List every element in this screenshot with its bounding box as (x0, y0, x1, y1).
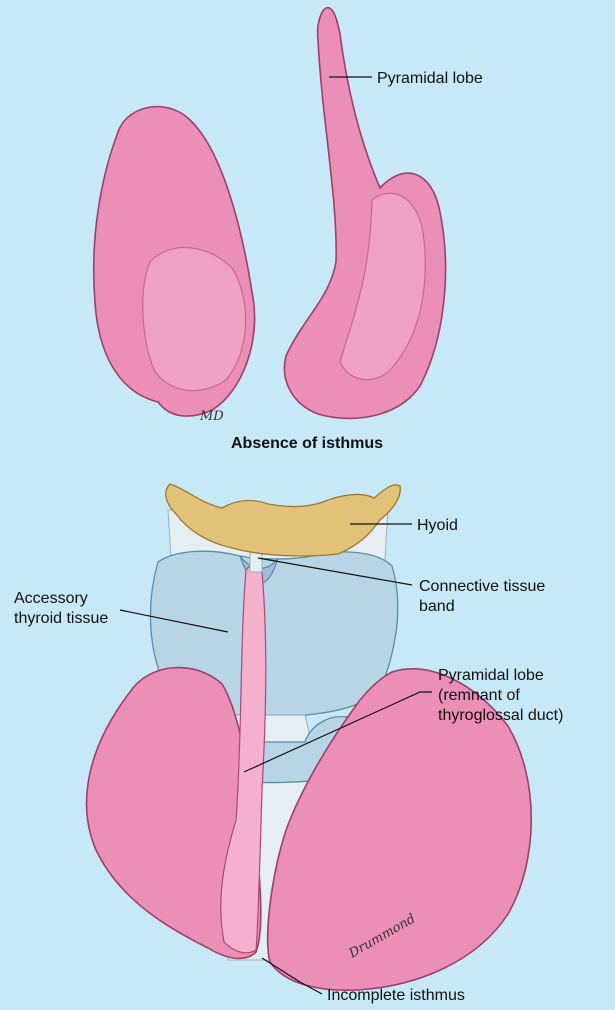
left-lobe-fold (143, 248, 246, 391)
top-figure: Pyramidal lobe MD Absence of isthmus (94, 8, 483, 452)
label-accessory-line-2: thyroid tissue (14, 610, 108, 627)
label-pyramidal-remnant-line-2: (remnant of (438, 687, 520, 704)
label-connective-tissue-line-1: Connective tissue (419, 578, 545, 595)
caption-absence-of-isthmus: Absence of isthmus (231, 435, 383, 452)
label-pyramidal-lobe-top: Pyramidal lobe (377, 70, 483, 87)
label-pyramidal-lobe-remnant: Pyramidal lobe (remnant of thyroglossal … (438, 667, 563, 724)
label-accessory-line-1: Accessory (14, 590, 88, 607)
label-connective-tissue-line-2: band (419, 598, 455, 615)
bottom-figure: Hyoid Connective tissue band Accessory t… (14, 484, 563, 1004)
label-incomplete-isthmus: Incomplete isthmus (327, 987, 465, 1004)
label-hyoid: Hyoid (417, 517, 458, 534)
label-connective-tissue-band: Connective tissue band (419, 578, 550, 615)
label-pyramidal-remnant-line-3: thyroglossal duct) (438, 707, 563, 724)
label-accessory-thyroid-tissue: Accessory thyroid tissue (14, 590, 108, 627)
artist-signature-top: MD (199, 409, 224, 424)
label-pyramidal-remnant-line-1: Pyramidal lobe (438, 667, 544, 684)
